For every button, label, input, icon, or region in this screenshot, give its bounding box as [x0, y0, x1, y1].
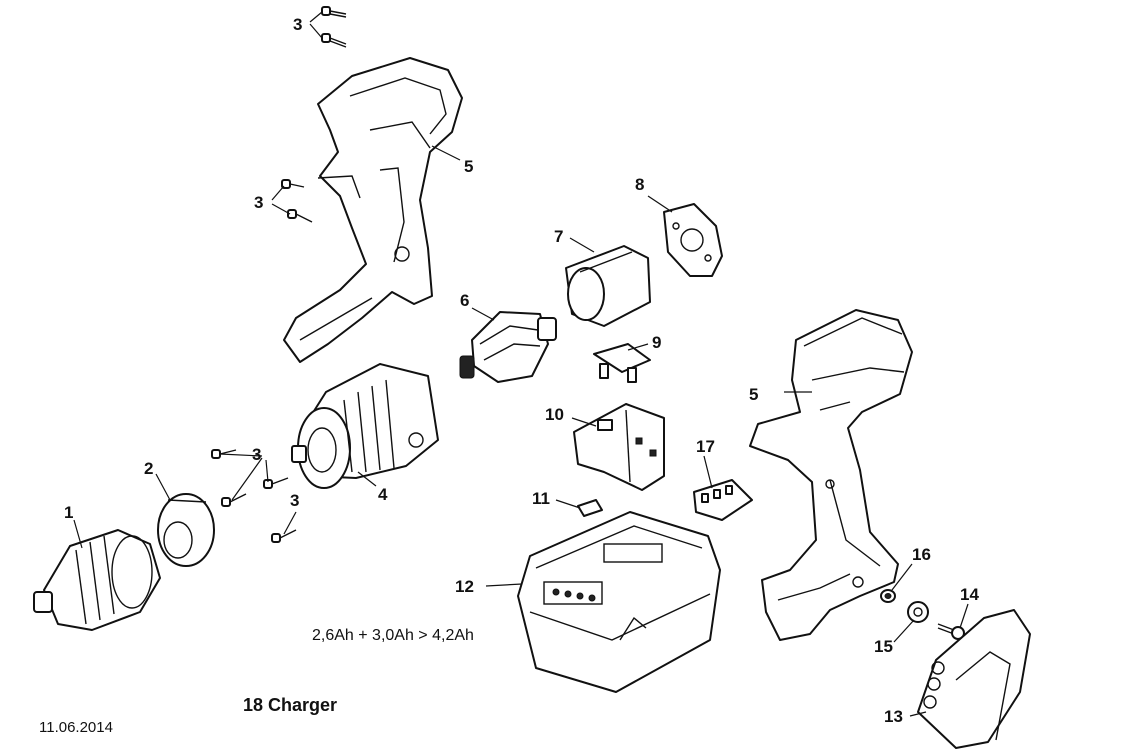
callout-15: 15 — [874, 637, 893, 656]
nut — [880, 589, 896, 603]
gearbox — [291, 363, 439, 489]
torque-ring — [157, 493, 215, 567]
callout-1: 1 — [64, 503, 73, 522]
callout-10: 10 — [545, 405, 564, 424]
leader-lines — [73, 11, 969, 717]
screw-low-2 — [221, 493, 247, 507]
callout-12: 12 — [455, 577, 474, 596]
screw-low-4 — [271, 529, 297, 543]
battery-pack — [517, 511, 721, 693]
terminal-block — [693, 479, 753, 521]
bit-holder — [917, 609, 1031, 749]
trigger-switch — [573, 403, 665, 491]
screw-top-1 — [321, 6, 347, 18]
callout-5-right: 5 — [749, 385, 758, 404]
callout-3-low: 3 — [252, 445, 261, 464]
clip-screw — [937, 623, 965, 640]
callout-2: 2 — [144, 459, 153, 478]
small-pad — [577, 499, 603, 517]
charger-label: 18 Charger — [243, 695, 337, 715]
callout-9: 9 — [652, 333, 661, 352]
callout-11: 11 — [532, 489, 550, 508]
chuck — [33, 529, 161, 631]
callout-5-left: 5 — [464, 157, 473, 176]
callout-17: 17 — [696, 437, 715, 456]
callout-14: 14 — [960, 585, 979, 604]
screw-mid-2 — [287, 209, 313, 223]
screw-top-2 — [321, 33, 347, 48]
callout-13: 13 — [884, 707, 903, 726]
callout-6: 6 — [460, 291, 469, 310]
callout-16: 16 — [912, 545, 931, 564]
date-stamp: 11.06.2014 — [39, 719, 113, 736]
callout-7: 7 — [554, 227, 563, 246]
battery-capacity-note: 2,6Ah + 3,0Ah > 4,2Ah — [312, 627, 474, 644]
screw-mid-1 — [281, 179, 305, 189]
callout-3-bottom: 3 — [290, 491, 299, 510]
callout-3-top: 3 — [293, 15, 302, 34]
housing-half-left — [283, 57, 463, 363]
belt-clip-bushing — [907, 601, 929, 623]
screw-low-1 — [211, 449, 237, 459]
brush-holder — [593, 343, 651, 383]
magnet-sleeve — [565, 245, 651, 327]
armature — [459, 311, 557, 383]
housing-half-right — [749, 309, 913, 641]
callout-3-mid: 3 — [254, 193, 263, 212]
callout-8: 8 — [635, 175, 644, 194]
end-plate — [663, 203, 723, 277]
callout-4: 4 — [378, 485, 388, 504]
